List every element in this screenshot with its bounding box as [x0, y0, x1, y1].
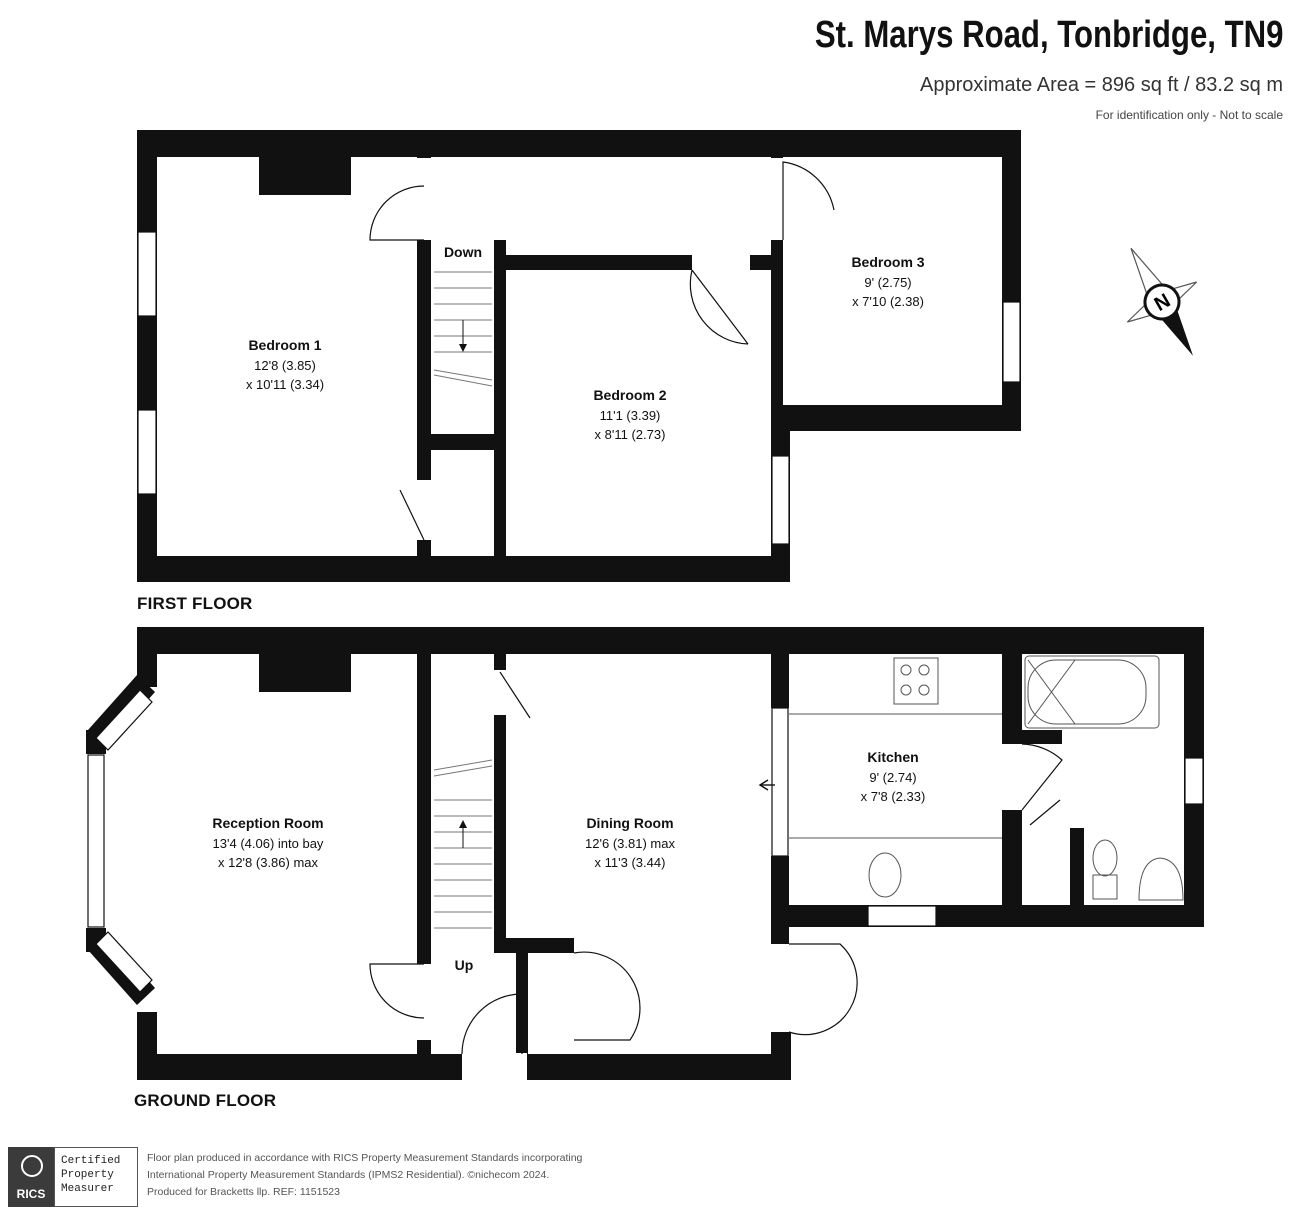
- room-dimension: 12'8 (3.85): [254, 358, 316, 373]
- bathroom-fittings: [1024, 655, 1184, 901]
- first-floor-door-swings: [369, 161, 835, 541]
- room-name: Bedroom 3: [851, 254, 924, 270]
- first-floor-staircase: [433, 271, 493, 387]
- cert-line: Certified: [61, 1155, 121, 1167]
- first-floor-walls: [137, 130, 1021, 582]
- ground-floor-door-openings: [416, 670, 1023, 1081]
- hob-icon: [893, 657, 939, 705]
- ground-floor-plan: Up Reception Room 13'4 (4.06) into bay x: [86, 627, 1204, 1081]
- ground-floor-staircase: [433, 759, 493, 929]
- room-name: Dining Room: [586, 815, 673, 831]
- room-dining-room: Dining Room 12'6 (3.81) max x 11'3 (3.44…: [585, 815, 675, 870]
- rics-certification-badge: RICS Certified Property Measurer: [8, 1147, 138, 1207]
- room-dimension: x 8'11 (2.73): [595, 427, 666, 442]
- room-reception-room: Reception Room 13'4 (4.06) into bay x 12…: [212, 815, 324, 870]
- room-dimension: x 11'3 (3.44): [595, 855, 666, 870]
- rics-logo-text: RICS: [16, 1187, 46, 1201]
- room-name: Reception Room: [212, 815, 323, 831]
- scale-note: For identification only - Not to scale: [1095, 108, 1283, 122]
- cert-line: Measurer: [61, 1183, 114, 1195]
- rics-logo: RICS: [8, 1147, 54, 1207]
- ground-floor-windows: [87, 689, 1204, 993]
- room-dimension: 11'1 (3.39): [600, 408, 661, 423]
- disclaimer: Floor plan produced in accordance with R…: [147, 1150, 582, 1201]
- room-dimension: 13'4 (4.06) into bay: [213, 836, 324, 851]
- stairs-down-label: Down: [444, 244, 482, 260]
- bath-icon: [1024, 655, 1160, 729]
- ground-floor-walls: [86, 627, 1204, 1080]
- room-dimension: 12'6 (3.81) max: [585, 836, 675, 851]
- stairs-up-label: Up: [455, 957, 474, 973]
- disclaimer-line: Produced for Bracketts llp. REF: 1151523: [147, 1186, 340, 1198]
- room-dimension: 9' (2.75): [864, 275, 911, 290]
- first-floor-door-openings: [416, 158, 784, 540]
- room-name: Kitchen: [867, 749, 918, 765]
- room-kitchen: Kitchen 9' (2.74) x 7'8 (2.33): [861, 749, 926, 804]
- room-name: Bedroom 2: [593, 387, 666, 403]
- kitchen-fittings: [758, 657, 1002, 898]
- disclaimer-line: Floor plan produced in accordance with R…: [147, 1152, 583, 1164]
- ground-floor-label: GROUND FLOOR: [134, 1091, 277, 1110]
- rics-emblem-icon: [21, 1155, 43, 1177]
- room-dimension: x 10'11 (3.34): [246, 377, 324, 392]
- cert-line: Property: [61, 1169, 114, 1181]
- room-bedroom-1: Bedroom 1 12'8 (3.85) x 10'11 (3.34): [246, 337, 324, 392]
- first-floor-label: FIRST FLOOR: [137, 594, 253, 613]
- first-floor-windows: [137, 231, 1021, 545]
- toilet-icon: [1092, 874, 1118, 900]
- ground-floor-door-swings: [369, 671, 1063, 1055]
- room-name: Bedroom 1: [248, 337, 321, 353]
- compass-icon: [1126, 247, 1198, 356]
- room-bedroom-3: Bedroom 3 9' (2.75) x 7'10 (2.38): [851, 254, 924, 309]
- approximate-area: Approximate Area = 896 sq ft / 83.2 sq m: [920, 74, 1283, 96]
- page-title: St. Marys Road, Tonbridge, TN9: [814, 14, 1283, 56]
- certified-measurer-box: Certified Property Measurer: [54, 1147, 138, 1207]
- room-bedroom-2: Bedroom 2 11'1 (3.39) x 8'11 (2.73): [593, 387, 666, 442]
- first-floor-plan: Down Bedroom 1 12'8 (3.85) x 10'11 (3.34…: [137, 130, 1021, 582]
- room-dimension: x 7'8 (2.33): [861, 789, 926, 804]
- sink-icon: [868, 852, 902, 898]
- room-dimension: x 7'10 (2.38): [852, 294, 924, 309]
- basin-icon: [1138, 857, 1184, 901]
- room-dimension: 9' (2.74): [869, 770, 916, 785]
- room-dimension: x 12'8 (3.86) max: [218, 855, 319, 870]
- disclaimer-line: International Property Measurement Stand…: [147, 1169, 550, 1181]
